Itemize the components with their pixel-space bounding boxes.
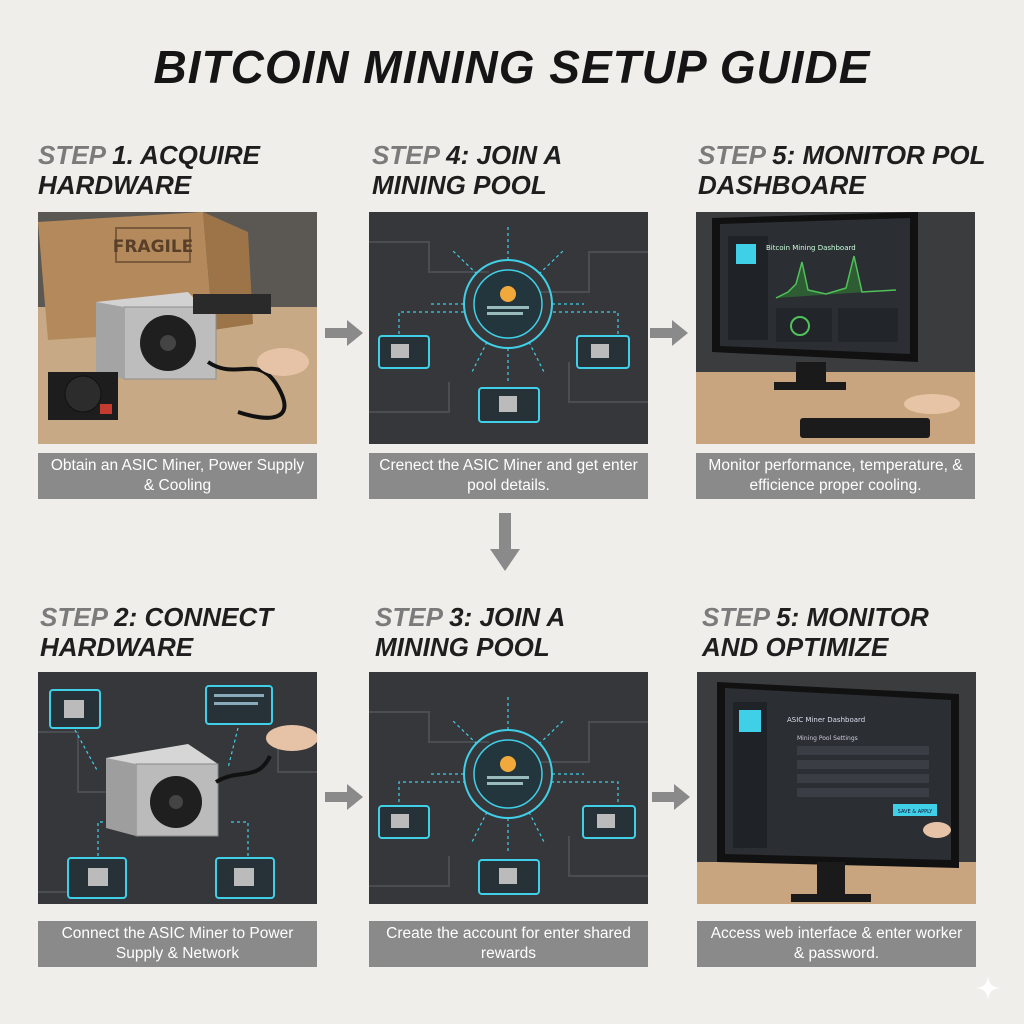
step-4-image — [369, 212, 648, 444]
step-3-heading: STEP 3: JOIN A MINING POOL — [375, 602, 566, 662]
step-1-heading: STEP 1. ACQUIRE HARDWARE — [38, 140, 261, 200]
step-5b-caption: Access web interface & enter worker & pa… — [697, 921, 976, 967]
step-4-caption: Crenect the ASIC Miner and get enter poo… — [369, 453, 648, 499]
step-5a-heading: STEP 5: MONITOR POL DASHBOARE — [698, 140, 986, 200]
right-arrow-icon — [325, 784, 363, 810]
fragile-label: FRAGILE — [113, 237, 194, 257]
bitcoin-icon — [500, 756, 516, 772]
step-2-heading: STEP 2: CONNECT HARDWARE — [40, 602, 274, 662]
step-2-caption: Connect the ASIC Miner to Power Supply &… — [38, 921, 317, 967]
save-apply-button[interactable] — [893, 804, 937, 816]
step-2-image — [38, 672, 317, 904]
dashboard-title: Bitcoin Mining Dashboard — [766, 244, 856, 252]
right-arrow-icon — [652, 784, 690, 810]
step-5a-caption: Monitor performance, temperature, & effi… — [696, 453, 975, 499]
pool-settings-title: Mining Pool Settings — [797, 735, 858, 742]
step-5b-heading: STEP 5: MONITOR AND OPTIMIZE — [702, 602, 929, 662]
sparkle-icon — [976, 976, 1000, 1000]
step-1-caption: Obtain an ASIC Miner, Power Supply & Coo… — [38, 453, 317, 499]
step-1-image: FRAGILE — [38, 212, 317, 444]
step-3-caption: Create the account for enter shared rewa… — [369, 921, 648, 967]
page-title: BITCOIN MINING SETUP GUIDE — [153, 41, 871, 93]
step-5b-image: ASIC Miner Dashboard Mining Pool Setting… — [697, 672, 976, 904]
right-arrow-icon — [650, 320, 688, 346]
step-3-image — [369, 672, 648, 904]
step-5a-image: Bitcoin Mining Dashboard — [696, 212, 975, 444]
step-4-heading: STEP 4: JOIN A MINING POOL — [372, 140, 563, 200]
bitcoin-icon — [500, 286, 516, 302]
svg-text:SAVE & APPLY: SAVE & APPLY — [898, 809, 934, 815]
right-arrow-icon — [325, 320, 363, 346]
down-arrow-icon — [490, 513, 520, 571]
asic-dashboard-title: ASIC Miner Dashboard — [787, 716, 865, 724]
